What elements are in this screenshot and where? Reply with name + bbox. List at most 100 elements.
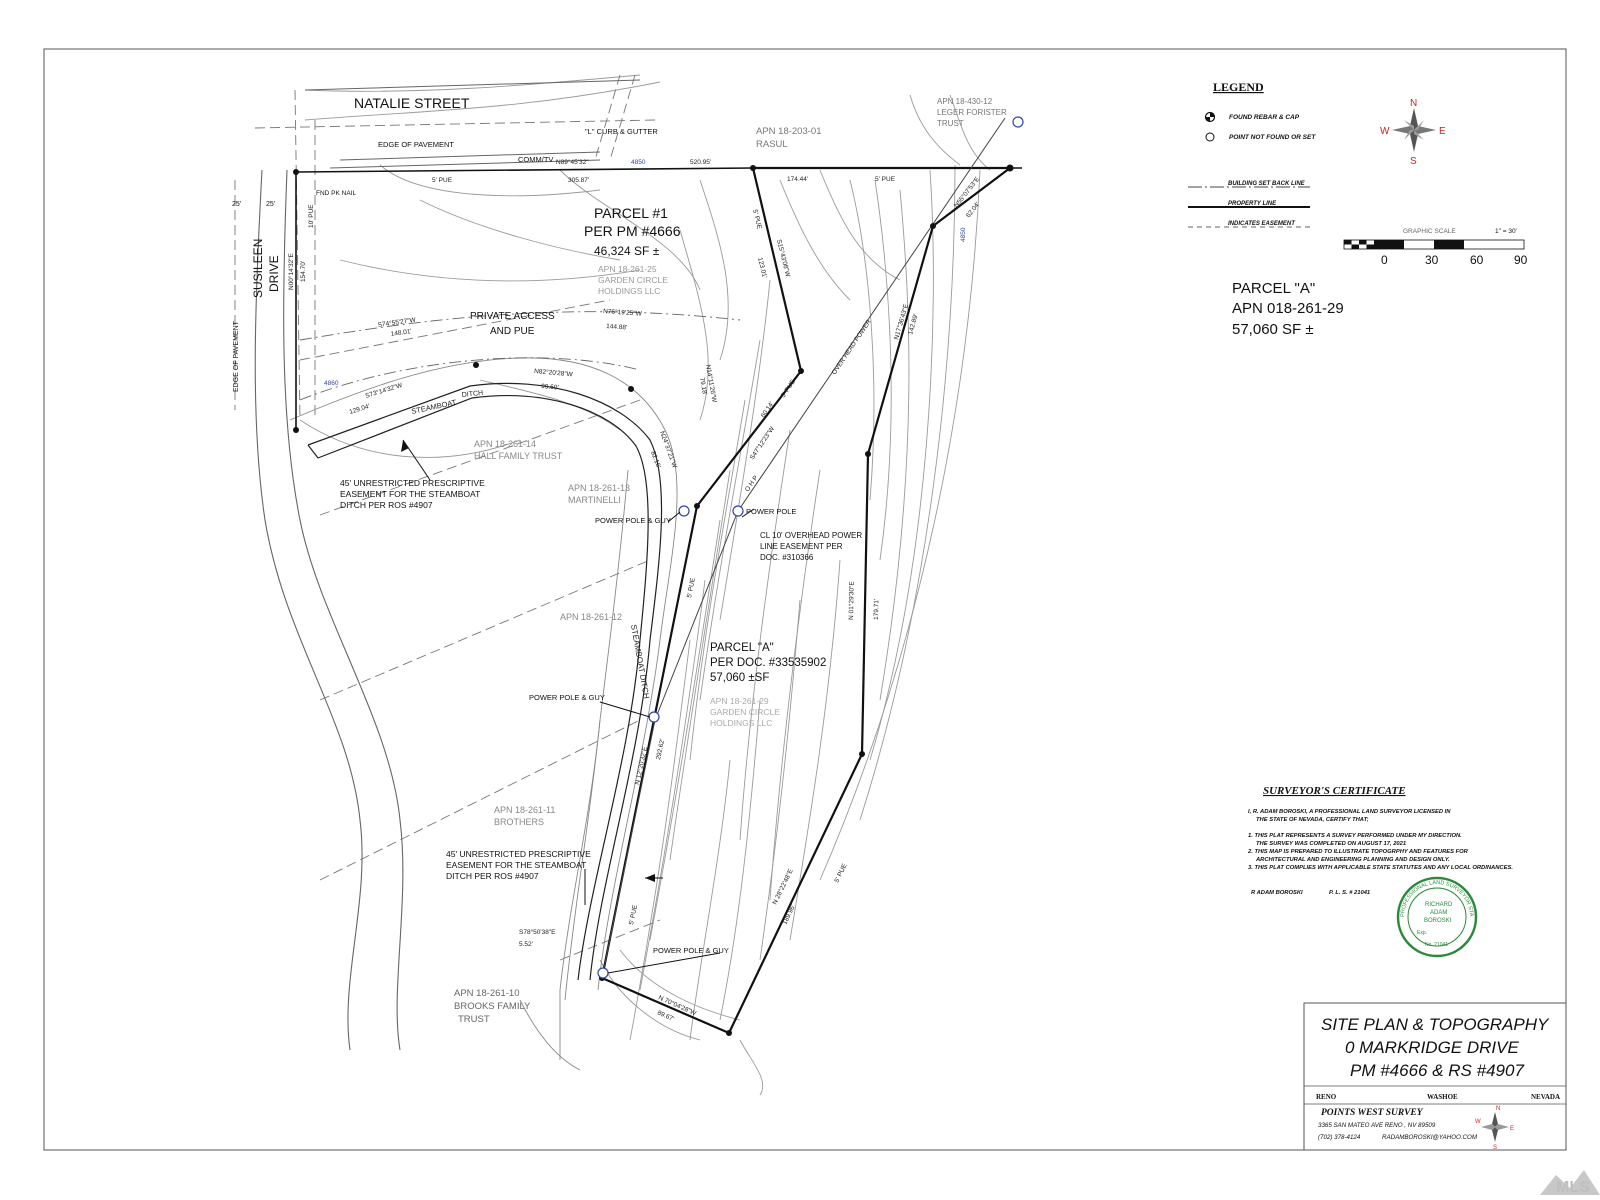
- bearing-s47: S47°12'23"W: [748, 424, 777, 461]
- firm-phone: (702) 378-4124: [1318, 1134, 1361, 1141]
- private-access-1: PRIVATE ACCESS: [470, 311, 555, 322]
- compass-e: E: [1439, 126, 1446, 137]
- brooks-name: BROOKS FAMILY: [454, 1001, 531, 1012]
- firm-address: 3365 SAN MATEO AVE RENO , NV 89509: [1318, 1122, 1436, 1129]
- parcel-info: PARCEL "A" APN 018-261-29 57,060 SF ±: [1232, 280, 1344, 338]
- scale-30: 30: [1425, 253, 1439, 267]
- apn-rasul-2: RASUL: [756, 139, 788, 150]
- easement-1-l1: 45' UNRESTRICTED PRESCRIPTIVE: [340, 478, 485, 488]
- apn-leger-1: APN 18-430-12: [937, 97, 993, 106]
- garden-2-name: GARDEN CIRCLE: [710, 707, 780, 717]
- pue-top-right: 5' PUE: [875, 176, 896, 183]
- dist-79: 79.18': [698, 377, 708, 395]
- dist-142: 142.89': [907, 313, 920, 335]
- apn-rasul-1: APN 18-203-01: [756, 126, 821, 137]
- title-compass-icon: [1481, 1112, 1509, 1142]
- easement-2-l1: 45' UNRESTRICTED PRESCRIPTIVE: [446, 849, 591, 859]
- overhead-power-line: [602, 117, 1006, 974]
- cert-name: R ADAM BOROSKI: [1251, 890, 1303, 896]
- graphic-scale-bar: [1343, 239, 1525, 250]
- legend-notfound: POINT NOT FOUND OR SET: [1229, 134, 1316, 141]
- pue-mid-2: 5' PUE: [780, 378, 797, 399]
- firm-name: POINTS WEST SURVEY: [1321, 1108, 1424, 1118]
- overhead-power-label: OVER HEAD POWER: [831, 318, 873, 376]
- title-county: WASHOE: [1427, 1093, 1458, 1101]
- pue-mid-vert: 5' PUE: [751, 209, 763, 231]
- cl-easement-2: LINE EASEMENT PER: [760, 542, 843, 551]
- dist-305: 305.87': [568, 177, 589, 184]
- pue-right: 5' PUE: [834, 862, 849, 884]
- title-compass-w: W: [1475, 1119, 1481, 1125]
- martinelli-apn: APN 18-261-13: [568, 483, 630, 493]
- parcel-a-boundary[interactable]: [600, 166, 1011, 1035]
- dist-62: 62.04': [965, 201, 981, 219]
- parcel-1-area: 46,324 SF ±: [594, 244, 660, 258]
- cert-l4: THE SURVEY WAS COMPLETED ON AUGUST 17, 2…: [1256, 841, 1406, 847]
- easement-2-l3: DITCH PER ROS #4907: [446, 871, 539, 881]
- scale-ratio: 1" = 30': [1495, 228, 1517, 235]
- apn-leger-3: TRUST: [937, 119, 964, 128]
- dist-179: 179.71': [873, 599, 880, 620]
- pue-parcel: 5' PUE: [686, 577, 697, 599]
- elev-4850-right: 4850: [960, 227, 967, 242]
- legend: LEGEND FOUND REBAR & CAP POINT NOT FOUND…: [1188, 80, 1528, 267]
- seal-name-2: ADAM: [1430, 910, 1447, 916]
- hall-name: HALL FAMILY TRUST: [474, 451, 563, 461]
- dist-123: 123.01': [756, 257, 768, 279]
- natalie-road-edges: [304, 79, 641, 169]
- dist-520: 520.95': [690, 159, 711, 166]
- bearing-n76: N76°19'25"W: [603, 307, 643, 318]
- cert-l7: 3. THIS PLAT COMPLIES WITH APPLICABLE ST…: [1248, 865, 1513, 871]
- title-city: RENO: [1316, 1093, 1337, 1101]
- bearing-n00-left: N00°14'32"E: [287, 252, 295, 290]
- comm-tv-label: COMM/TV: [518, 155, 553, 164]
- apn-leger-2: LEGER FORISTER: [937, 108, 1007, 117]
- title-compass-e: E: [1510, 1126, 1514, 1132]
- pue-low: 5' PUE: [628, 904, 639, 926]
- power-pole-markers: [597, 116, 1024, 979]
- topography-contours: [299, 74, 991, 1096]
- dist-154: 154.70': [300, 261, 307, 282]
- bearing-n17: N17°36'43"E: [892, 302, 910, 340]
- parcel-1-boundary: [295, 167, 754, 430]
- ditch-word-label: DITCH: [461, 390, 483, 399]
- power-pole-guy-3: POWER POLE & GUY: [653, 946, 729, 955]
- power-pole-1: POWER POLE: [746, 507, 796, 516]
- martinelli-name: MARTINELLI: [568, 495, 621, 505]
- dist-148: 148.01': [390, 328, 412, 338]
- road-width-right: 25': [266, 201, 275, 208]
- legend-property: PROPERTY LINE: [1228, 201, 1277, 207]
- legend-setback: BUILDING SET BACK LINE: [1228, 181, 1306, 187]
- scale-90: 90: [1514, 253, 1528, 267]
- bearing-n89: N89°45'32": [556, 158, 589, 166]
- steamboat-ditch: [307, 382, 663, 981]
- title-compass-s: S: [1493, 1145, 1497, 1151]
- neighbor-lot-lines: [234, 74, 661, 961]
- dist-89: 89.67': [656, 1009, 675, 1023]
- title-block: SITE PLAN & TOPOGRAPHY 0 MARKRIDGE DRIVE…: [1303, 1002, 1567, 1151]
- cert-l6: ARCHITECTURAL AND ENGINEERING PLANNING A…: [1255, 857, 1450, 863]
- parcel-a-area: 57,060 ±SF: [710, 672, 769, 684]
- watermark-text: MLS: [1556, 1179, 1590, 1196]
- cert-pls: P. L. S. # 21041: [1329, 890, 1370, 896]
- point-not-found-icon: [1205, 132, 1215, 142]
- dist-99: 99.60': [541, 383, 559, 391]
- compass-s: S: [1410, 156, 1417, 167]
- pue-10: 10' PUE: [308, 204, 315, 228]
- garden-1-llc: HOLDINGS LLC: [598, 286, 660, 296]
- scale-60: 60: [1470, 253, 1484, 267]
- dist-292: 292.62': [655, 738, 666, 760]
- bearing-s74: S74°55'27"W: [377, 316, 417, 329]
- title-line-2: 0 MARKRIDGE DRIVE: [1345, 1038, 1519, 1057]
- brothers-apn: APN 18-261-11: [494, 805, 555, 815]
- brothers-name: BROTHERS: [494, 817, 544, 827]
- seal-exp: Exp.: [1417, 930, 1427, 936]
- garden-2-apn: APN 18-261-29: [710, 696, 769, 706]
- parcel-info-2: APN 018-261-29: [1232, 300, 1344, 317]
- road-width-left: 25': [232, 201, 241, 208]
- easement-2-l2: EASEMENT FOR THE STEAMBOAT: [446, 860, 586, 870]
- ditch-easement-lines: [289, 357, 678, 1071]
- susileen-drive-label-2: DRIVE: [267, 255, 281, 292]
- power-pole-guy-1: POWER POLE & GUY: [595, 516, 671, 525]
- power-pole-guy-2: POWER POLE & GUY: [529, 693, 605, 702]
